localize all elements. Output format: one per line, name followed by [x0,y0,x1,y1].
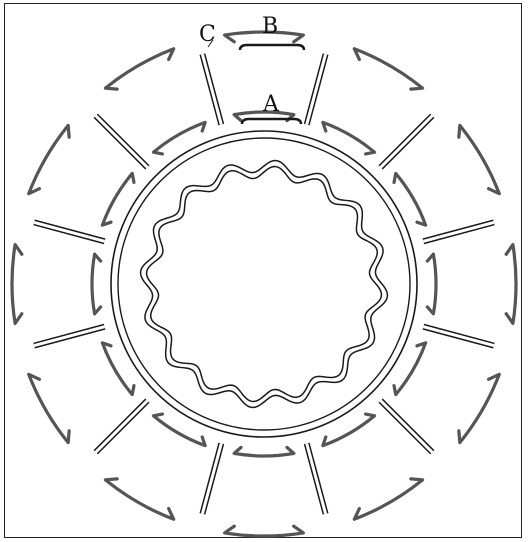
label-c: C [199,22,216,47]
outer-bracket [29,374,69,442]
spoke [381,116,433,168]
spoke [96,401,148,453]
label-b: B [262,14,278,39]
inner-bracket [394,343,426,395]
outer-bracket [354,49,422,89]
outer-bracket [105,49,173,89]
wavy-membrane-inner [147,167,382,402]
inner-bracket [234,447,294,456]
outer-bracket [459,125,499,193]
outer-bracket [459,374,499,442]
spoke [307,54,326,125]
label-a-bar [242,119,301,124]
spoke [381,401,433,453]
inner-bracket [102,343,134,395]
outer-bracket [225,526,304,536]
spoke [96,116,148,168]
inner-bracket [153,414,205,446]
outer-bracket [105,479,173,519]
spoke [202,443,221,514]
spoke [423,222,494,241]
inner-bracket [394,173,426,225]
spokes-group [34,54,494,514]
inner-bracket [92,254,101,314]
spoke [202,54,221,125]
spoke [423,327,494,346]
outer-bracket [29,125,69,193]
inner-bracket [323,414,375,446]
spoke [34,222,105,241]
outer-ring-outer [111,131,417,437]
inner-bracket [427,254,436,314]
outer-ring-inner [118,138,410,430]
spoke [34,327,105,346]
inner-bracket [102,173,134,225]
outer-bracket [506,245,516,324]
outer-bracket [354,479,422,519]
label-b-bar [240,45,304,50]
outer-bracket [12,245,22,324]
label-a: A [262,92,280,117]
wavy-membrane-outer [141,161,388,408]
inner-bracket [153,122,205,154]
inner-bracket [323,122,375,154]
spoke [307,443,326,514]
